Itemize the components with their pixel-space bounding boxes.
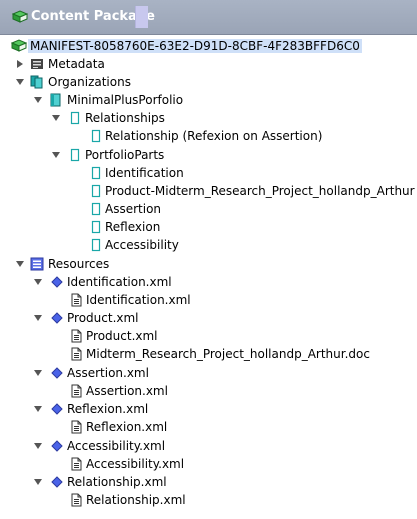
expanded-arrow-icon[interactable]	[33, 404, 43, 414]
tree-row-metadata[interactable]: Metadata	[0, 55, 417, 73]
tree-row-file-assertion[interactable]: Assertion.xml	[0, 382, 417, 400]
file-icon	[69, 457, 83, 471]
tree-row-file-reflexion[interactable]: Reflexion.xml	[0, 418, 417, 436]
expanded-arrow-icon[interactable]	[51, 113, 61, 123]
tree-label: Metadata	[48, 57, 105, 71]
tree-label: Assertion.xml	[86, 384, 168, 398]
item-icon	[89, 238, 103, 252]
resource-icon	[50, 366, 64, 380]
tree-row-pp-product[interactable]: Product-Midterm_Research_Project_holland…	[0, 182, 417, 200]
tree-row-pp-identification[interactable]: Identification	[0, 164, 417, 182]
tree-label: Identification.xml	[86, 293, 191, 307]
tree-label: PortfolioParts	[85, 148, 165, 162]
expanded-arrow-icon[interactable]	[15, 259, 25, 269]
header-tab	[135, 6, 148, 28]
collapsed-arrow-icon[interactable]	[15, 59, 25, 69]
organization-icon	[49, 93, 63, 107]
tree-row-res-accessibility[interactable]: Accessibility.xml	[0, 437, 417, 455]
tree-row-res-assertion[interactable]: Assertion.xml	[0, 364, 417, 382]
expanded-arrow-icon[interactable]	[33, 277, 43, 287]
panel-title: Content Package	[31, 9, 155, 24]
tree-row-organizations[interactable]: Organizations	[0, 73, 417, 91]
tree-row-res-reflexion[interactable]: Reflexion.xml	[0, 400, 417, 418]
tree-row-relationships[interactable]: Relationships	[0, 109, 417, 127]
tree-label: Relationship.xml	[67, 475, 167, 489]
tree-row-pp-reflexion[interactable]: Reflexion	[0, 218, 417, 236]
tree-label: MANIFEST-8058760E-63E2-D91D-8CBF-4F283BF…	[28, 39, 362, 53]
tree-row-file-accessibility[interactable]: Accessibility.xml	[0, 455, 417, 473]
item-icon	[89, 184, 103, 198]
resource-icon	[50, 439, 64, 453]
panel-header: Content Package	[0, 0, 417, 35]
tree-row-file-identification[interactable]: Identification.xml	[0, 291, 417, 309]
resource-icon	[50, 475, 64, 489]
book-icon	[12, 10, 28, 24]
expanded-arrow-icon[interactable]	[33, 313, 43, 323]
tree-label: Reflexion	[105, 220, 161, 234]
tree-label: Relationship.xml	[86, 493, 186, 507]
book-icon	[11, 39, 27, 53]
file-icon	[69, 384, 83, 398]
item-icon	[68, 148, 82, 162]
file-icon	[69, 293, 83, 307]
tree-label: Resources	[48, 257, 110, 271]
tree-label: Accessibility.xml	[67, 439, 166, 453]
expanded-arrow-icon[interactable]	[33, 95, 43, 105]
tree-row-relationship-item[interactable]: Relationship (Refexion on Assertion)	[0, 127, 417, 145]
organizations-icon	[30, 75, 44, 89]
tree-label: Relationships	[85, 111, 165, 125]
expanded-arrow-icon[interactable]	[33, 441, 43, 451]
resource-icon	[50, 311, 64, 325]
tree-label: Product-Midterm_Research_Project_holland…	[105, 184, 415, 198]
tree-row-file-relationship[interactable]: Relationship.xml	[0, 491, 417, 509]
file-icon	[69, 420, 83, 434]
item-icon	[68, 111, 82, 125]
expanded-arrow-icon[interactable]	[51, 150, 61, 160]
resource-icon	[50, 402, 64, 416]
tree-label: Product.xml	[67, 311, 139, 325]
item-icon	[89, 202, 103, 216]
expanded-arrow-icon[interactable]	[33, 477, 43, 487]
tree-row-file-product[interactable]: Product.xml	[0, 327, 417, 345]
resource-icon	[50, 275, 64, 289]
file-icon	[69, 493, 83, 507]
item-icon	[89, 129, 103, 143]
tree-label: Midterm_Research_Project_hollandp_Arthur…	[86, 347, 370, 361]
tree-label: Identification	[105, 166, 184, 180]
tree-label: MinimalPlusPorfolio	[67, 93, 184, 107]
tree-row-portfolioparts[interactable]: PortfolioParts	[0, 146, 417, 164]
content-package-tree[interactable]: MANIFEST-8058760E-63E2-D91D-8CBF-4F283BF…	[0, 34, 417, 519]
tree-row-resources[interactable]: Resources	[0, 255, 417, 273]
tree-row-pp-assertion[interactable]: Assertion	[0, 200, 417, 218]
tree-row-org-minimal[interactable]: MinimalPlusPorfolio	[0, 91, 417, 109]
tree-label: Assertion	[105, 202, 162, 216]
tree-row-res-identification[interactable]: Identification.xml	[0, 273, 417, 291]
tree-row-manifest[interactable]: MANIFEST-8058760E-63E2-D91D-8CBF-4F283BF…	[0, 37, 417, 55]
tree-label: Accessibility.xml	[86, 457, 185, 471]
resources-icon	[30, 257, 44, 271]
tree-label: Relationship (Refexion on Assertion)	[105, 129, 323, 143]
expanded-arrow-icon[interactable]	[33, 368, 43, 378]
tree-row-res-relationship[interactable]: Relationship.xml	[0, 473, 417, 491]
tree-label: Assertion.xml	[67, 366, 149, 380]
tree-label: Organizations	[48, 75, 131, 89]
item-icon	[89, 166, 103, 180]
tree-label: Reflexion.xml	[67, 402, 149, 416]
file-icon	[69, 329, 83, 343]
item-icon	[89, 220, 103, 234]
tree-label: Reflexion.xml	[86, 420, 168, 434]
metadata-icon	[30, 57, 44, 71]
file-icon	[69, 347, 83, 361]
tree-label: Accessibility	[105, 238, 179, 252]
tree-row-res-product[interactable]: Product.xml	[0, 309, 417, 327]
tree-row-pp-accessibility[interactable]: Accessibility	[0, 236, 417, 254]
tree-label: Identification.xml	[67, 275, 172, 289]
tree-row-file-midterm[interactable]: Midterm_Research_Project_hollandp_Arthur…	[0, 345, 417, 363]
expanded-arrow-icon[interactable]	[15, 77, 25, 87]
tree-label: Product.xml	[86, 329, 158, 343]
